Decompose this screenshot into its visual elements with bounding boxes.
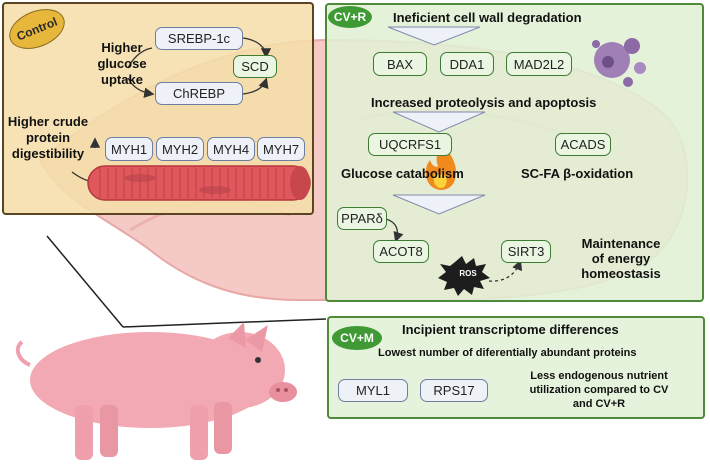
gene-myh7: MYH7 xyxy=(257,137,305,161)
gene-myh2: MYH2 xyxy=(156,137,204,161)
gene-srebp-1c: SREBP-1c xyxy=(155,27,243,50)
protein-rps17: RPS17 xyxy=(420,379,488,402)
scfa-oxidation-text: SC-FA β-oxidation xyxy=(521,166,634,181)
gene-mad2l2: MAD2L2 xyxy=(506,52,572,76)
cvr-graphics xyxy=(380,26,646,296)
gene-acads: ACADS xyxy=(555,133,611,156)
pig-illustration xyxy=(15,322,297,460)
gene-ppard: PPARδ xyxy=(337,207,387,230)
ros-burst-icon xyxy=(438,256,490,296)
protein-myl1: MYL1 xyxy=(338,379,408,402)
down-triangle-arrow-1 xyxy=(387,26,481,46)
cvr-title: Ineficient cell wall degradation xyxy=(393,10,582,25)
apoptotic-cell-icon xyxy=(592,38,646,87)
cvm-subtitle: Lowest number of diferentially abundant … xyxy=(378,347,637,359)
gene-myh1: MYH1 xyxy=(105,137,153,161)
higher-protein-digestibility-text: Higher crude protein digestibility xyxy=(7,114,89,161)
gene-scd: SCD xyxy=(233,55,277,78)
cvr-badge: CV+R xyxy=(328,6,372,28)
control-arrows xyxy=(71,37,311,201)
down-triangle-arrow-3 xyxy=(392,194,486,215)
gene-myh4: MYH4 xyxy=(207,137,255,161)
energy-homeostasis-text: Maintenance of energy homeostasis xyxy=(581,236,661,281)
proteolysis-text: Increased proteolysis and apoptosis xyxy=(371,95,597,110)
gene-acot8: ACOT8 xyxy=(373,240,429,263)
gene-bax: BAX xyxy=(373,52,427,76)
muscle-fiber-illustration xyxy=(87,165,311,201)
gene-chrebp: ChREBP xyxy=(155,82,243,105)
cvm-title: Incipient transcriptome differences xyxy=(402,322,619,337)
cvm-badge: CV+M xyxy=(332,326,382,350)
glucose-catabolism-text: Glucose catabolism xyxy=(341,166,464,181)
higher-glucose-uptake-text: Higher glucose uptake xyxy=(97,40,147,87)
cvm-note: Less endogenous nutrient utilization com… xyxy=(529,370,669,410)
down-triangle-arrow-2 xyxy=(392,111,486,133)
gene-dda1: DDA1 xyxy=(440,52,494,76)
ros-label: ROS xyxy=(459,269,477,278)
gene-uqcrfs1: UQCRFS1 xyxy=(368,133,452,156)
gene-sirt3: SIRT3 xyxy=(501,240,551,263)
